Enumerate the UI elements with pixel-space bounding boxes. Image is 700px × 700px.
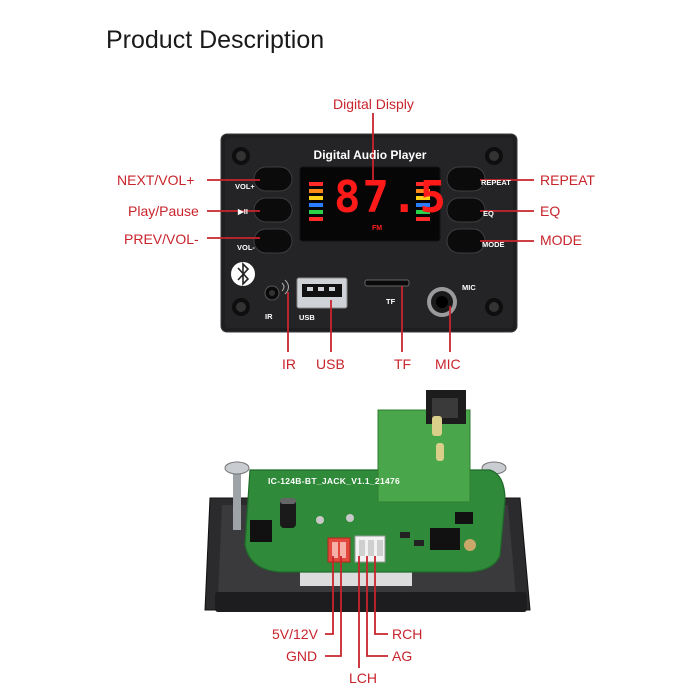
mounting-screw	[224, 461, 250, 530]
level-meter-right	[416, 182, 430, 221]
display-unit: FM	[372, 225, 383, 232]
power-connector	[327, 537, 351, 563]
callout-digital-display: Digital Disply	[333, 96, 414, 112]
callout-mic: MIC	[435, 356, 461, 372]
mounting-hole	[232, 147, 250, 165]
callout-ag: AG	[392, 648, 413, 664]
callout-lines	[207, 113, 534, 352]
callout-usb: USB	[316, 356, 345, 372]
button-label-repeat: REPEAT	[481, 178, 511, 187]
button-repeat	[446, 166, 486, 192]
button-mode	[446, 228, 486, 254]
microphone-jack	[427, 287, 457, 317]
port-label-mic: MIC	[462, 283, 476, 292]
mounting-hole	[485, 147, 503, 165]
button-label-play-pause: ▶II	[238, 207, 248, 216]
callout-ir: IR	[282, 356, 296, 372]
mounting-hole	[485, 298, 503, 316]
digital-display	[299, 166, 441, 242]
button-next-vol-plus	[253, 166, 293, 192]
port-label-ir: IR	[265, 312, 273, 321]
bluetooth-icon	[231, 262, 255, 286]
button-eq	[446, 197, 486, 223]
ic-chip	[430, 528, 460, 550]
callout-repeat: REPEAT	[540, 172, 595, 188]
button-prev-vol-minus	[253, 228, 293, 254]
ic-chip	[250, 520, 272, 542]
callout-next-vol-plus: NEXT/VOL+	[117, 172, 195, 188]
callout-eq: EQ	[540, 203, 561, 219]
callout-gnd: GND	[286, 648, 318, 664]
page-title: Product Description	[106, 26, 325, 54]
port-label-usb: USB	[299, 313, 315, 322]
pin-callout-lines	[325, 556, 388, 668]
back-board	[204, 390, 531, 612]
level-meter-left	[309, 182, 323, 221]
callout-lch: LCH	[349, 670, 378, 686]
callout-mode: MODE	[540, 232, 582, 248]
mounting-hole	[232, 298, 250, 316]
callout-rch: RCH	[392, 626, 423, 642]
callout-prev-vol-minus: PREV/VOL-	[124, 231, 199, 247]
callout-5v-12v: 5V/12V	[272, 626, 318, 642]
button-play-pause	[253, 197, 293, 223]
ir-receiver	[264, 279, 289, 301]
ic-chip	[455, 512, 473, 524]
front-panel	[220, 133, 518, 333]
button-label-vol-minus: VOL-	[237, 243, 255, 252]
button-label-eq: EQ	[483, 209, 494, 218]
tf-card-slot	[364, 279, 410, 287]
usb-port	[296, 277, 348, 309]
port-label-tf: TF	[386, 297, 396, 306]
button-label-mode: MODE	[482, 240, 505, 249]
panel-title: Digital Audio Player	[313, 148, 427, 162]
capacitor	[280, 498, 296, 528]
callout-play-pause: Play/Pause	[128, 203, 199, 219]
pcb-silkscreen-label: IC-124B-BT_JACK_V1.1_21476	[268, 476, 401, 486]
audio-connector	[354, 535, 386, 563]
button-label-vol-plus: VOL+	[235, 182, 255, 191]
display-frequency: 87.5	[334, 172, 448, 223]
callout-tf: TF	[394, 356, 412, 372]
